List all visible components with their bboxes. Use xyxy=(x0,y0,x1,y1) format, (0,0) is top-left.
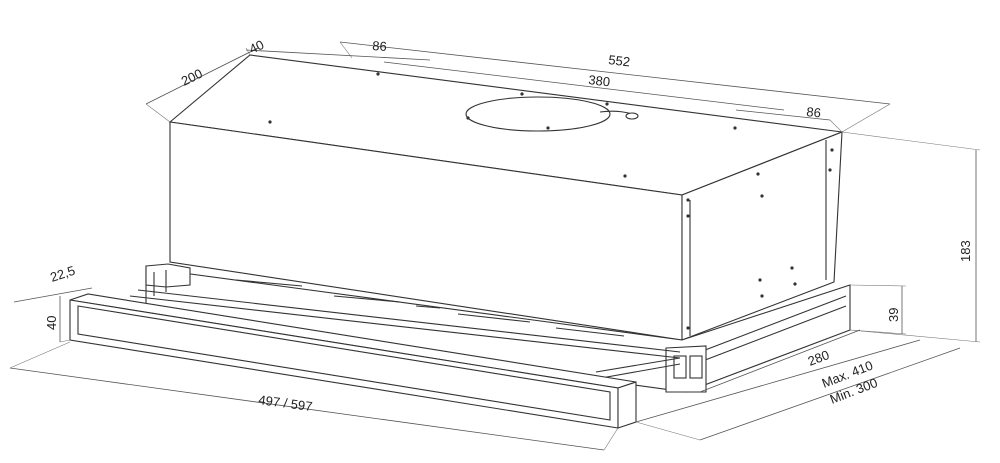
dim-label-front-panel-height: 40 xyxy=(44,316,59,330)
dim-label-left-depth: 200 xyxy=(179,66,205,89)
dim-label-body-depth: 280 xyxy=(806,347,832,369)
hood-side-face xyxy=(681,131,843,341)
left-bracket xyxy=(145,263,191,288)
panel-side-face xyxy=(617,381,637,429)
dim-label-top-width: 552 xyxy=(608,52,631,69)
dim-label-hole-spacing: 380 xyxy=(588,72,611,89)
hood-body xyxy=(168,54,843,341)
dim-label-front-width: 497 / 597 xyxy=(258,392,314,414)
dimension-lines xyxy=(9,41,981,451)
cable-grommet xyxy=(625,112,639,120)
front-panel xyxy=(69,289,681,429)
dim-label-height: 183 xyxy=(958,240,973,262)
dim-label-drawer-height: 39 xyxy=(886,308,901,322)
motor-opening xyxy=(465,96,611,132)
dim-label-front-panel-depth: 22,5 xyxy=(48,263,77,285)
dim-label-rear-hole-offset: 86 xyxy=(372,38,387,54)
dim-label-front-hole-offset: 86 xyxy=(806,104,822,120)
dim-label-rear-edge-offset: 40 xyxy=(247,37,267,57)
